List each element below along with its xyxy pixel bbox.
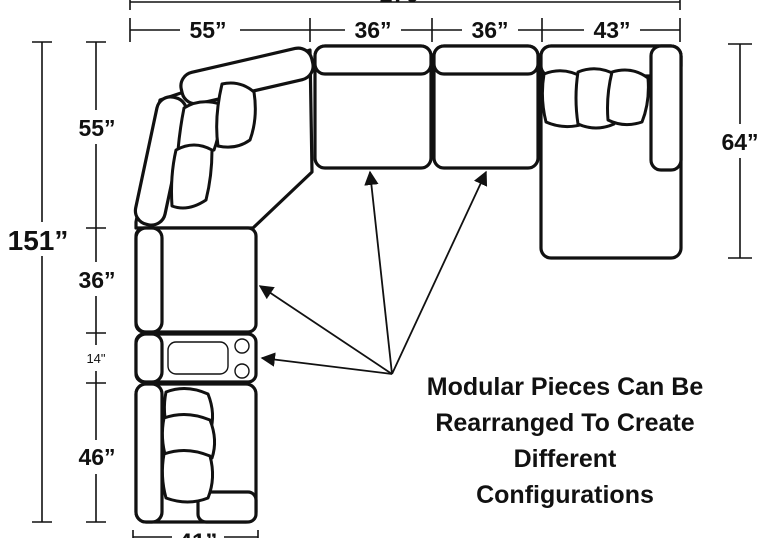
- annotation-arrows: [258, 170, 488, 375]
- top-total-label: 170”: [379, 0, 431, 8]
- left-seg-2-label: 36”: [78, 267, 115, 293]
- cupholder-icon: [234, 363, 250, 379]
- left-total-dimension: 151”: [0, 41, 84, 523]
- annotation-line-3: Different: [514, 445, 617, 473]
- pillow-icon: [606, 68, 650, 127]
- armless-chair-piece: [134, 226, 258, 334]
- annotation-line-1: Modular Pieces Can Be: [427, 373, 704, 401]
- cupholder-icon: [234, 338, 250, 354]
- pillow-icon: [170, 143, 214, 210]
- left-arm-piece: [134, 382, 258, 524]
- left-seg-3-label: 14": [86, 351, 105, 366]
- annotation-line-2: Rearranged To Create: [435, 409, 694, 437]
- top-seg-1-label: 55”: [189, 17, 226, 43]
- top-seg-4-label: 43”: [593, 17, 630, 43]
- pillow-icon: [176, 100, 222, 155]
- top-armless-chair-2: [432, 44, 540, 170]
- left-total-label: 151”: [8, 225, 69, 256]
- bottom-width-dimension: 41”: [132, 524, 259, 538]
- left-segment-dimensions: 55” 36” 14" 46”: [66, 41, 128, 523]
- annotation-line-4: Configurations: [476, 481, 654, 509]
- pillow-icon: [160, 449, 215, 504]
- top-seg-2-label: 36”: [354, 17, 391, 43]
- console-piece: [134, 332, 258, 384]
- annotation-text: Modular Pieces Can Be Rearranged To Crea…: [427, 373, 704, 509]
- left-seg-1-label: 55”: [78, 115, 115, 141]
- right-arm-chaise: [539, 44, 683, 260]
- left-seg-4-label: 46”: [78, 444, 115, 470]
- top-seg-3-label: 36”: [471, 17, 508, 43]
- top-total-dimension: 170”: [129, 0, 681, 10]
- pillow-icon: [215, 81, 257, 149]
- corner-wedge-piece: [133, 46, 315, 230]
- top-armless-chair-1: [313, 44, 433, 170]
- right-depth-dimension: 64”: [712, 43, 768, 259]
- top-segment-dimensions: 55” 36” 36” 43”: [129, 16, 681, 44]
- console-storage-icon: [167, 341, 229, 375]
- bottom-width-label: 41”: [179, 529, 218, 538]
- right-depth-label: 64”: [721, 129, 758, 155]
